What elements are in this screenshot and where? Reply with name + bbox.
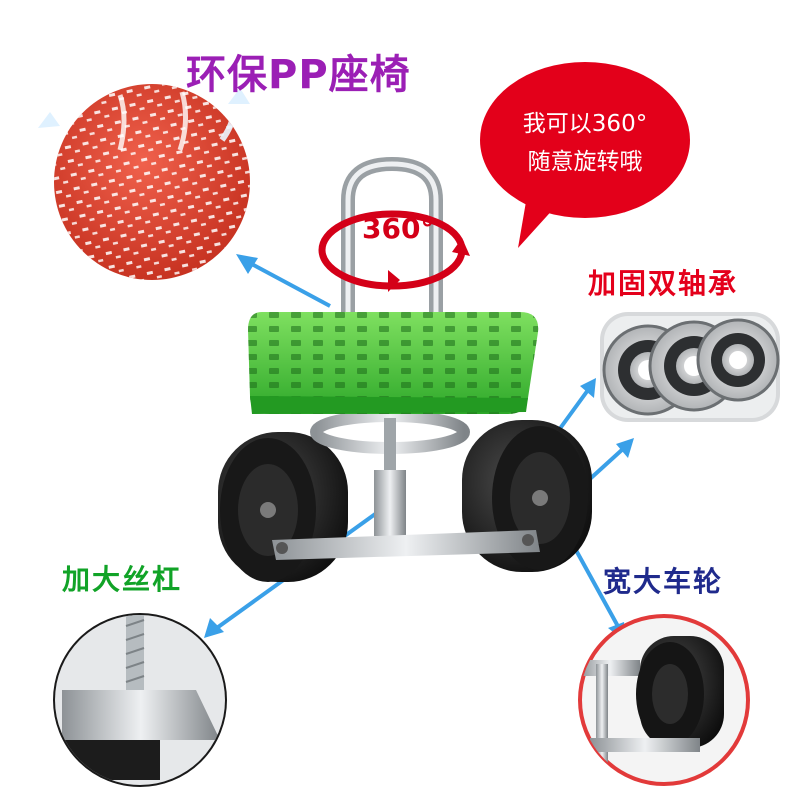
rotation-badge: 360° <box>362 212 435 245</box>
bubble-text-line2: 随意旋转哦 <box>527 149 643 175</box>
green-seat <box>248 312 539 414</box>
bearing-closeup <box>600 312 780 422</box>
bearing-label: 加固双轴承 <box>588 267 739 300</box>
metal-frame <box>272 410 540 560</box>
bubble-text-line1: 我可以360° <box>522 111 648 137</box>
pp-seat-label: 环保PP座椅 <box>186 52 411 98</box>
screw-closeup <box>53 613 227 787</box>
speech-bubble <box>480 62 690 248</box>
seat-handle <box>341 156 443 319</box>
rotation-arrow-icon <box>318 210 470 292</box>
wheel-closeup <box>578 614 750 786</box>
screw-label: 加大丝杠 <box>62 563 183 596</box>
pp-seat-mesh-closeup <box>38 84 250 280</box>
wheel-label: 宽大车轮 <box>603 565 724 598</box>
